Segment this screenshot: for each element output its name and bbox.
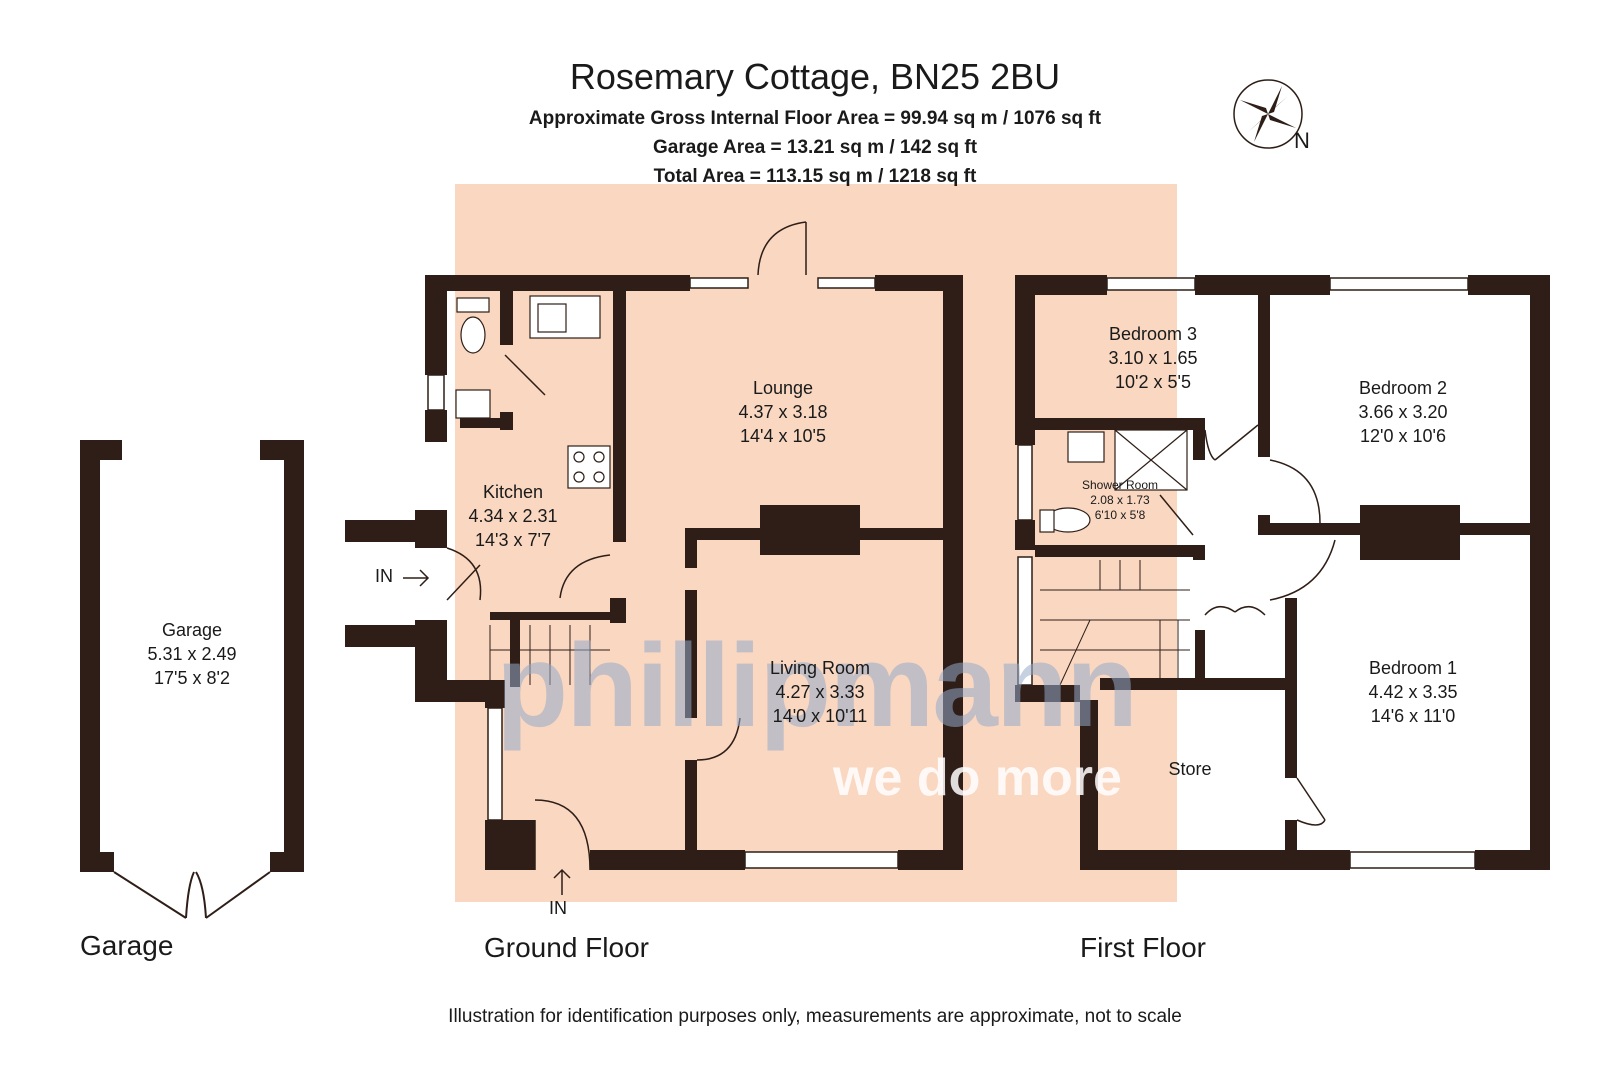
room-imperial: 12'0 x 10'6 bbox=[1360, 426, 1446, 446]
room-metric: 3.10 x 1.65 bbox=[1108, 348, 1198, 368]
kitchen-fittings bbox=[455, 295, 611, 489]
room-imperial: 14'3 x 7'7 bbox=[475, 530, 551, 550]
room-name: Bedroom 2 bbox=[1358, 378, 1448, 398]
stairs-first bbox=[1040, 560, 1190, 686]
floor-label-first: First Floor bbox=[1080, 932, 1206, 963]
room-imperial: 10'2 x 5'5 bbox=[1115, 372, 1191, 392]
room-metric: 4.37 x 3.18 bbox=[738, 402, 828, 422]
watermark-tagline: we do more bbox=[833, 749, 1122, 807]
entrance-arrows bbox=[403, 569, 571, 895]
total-area: Total Area = 113.15 sq m / 1218 sq ft bbox=[653, 166, 977, 187]
room-imperial: 14'4 x 10'5 bbox=[740, 426, 826, 446]
room-name: Lounge bbox=[752, 378, 814, 398]
room-garage: Garage 5.31 x 2.49 17'5 x 8'2 bbox=[147, 618, 236, 690]
room-name: Kitchen bbox=[482, 482, 544, 502]
garage-area: Garage Area = 13.21 sq m / 142 sq ft bbox=[652, 137, 978, 158]
room-metric: 4.34 x 2.31 bbox=[468, 506, 558, 526]
shower-fittings bbox=[1039, 429, 1188, 533]
room-metric: 2.08 x 1.73 bbox=[1090, 493, 1150, 507]
room-bedroom-2: Bedroom 2 3.66 x 3.20 12'0 x 10'6 bbox=[1358, 376, 1447, 448]
floor-label-garage: Garage bbox=[80, 930, 174, 961]
room-bedroom-1: Bedroom 1 4.42 x 3.35 14'6 x 11'0 bbox=[1368, 656, 1457, 728]
room-metric: 5.31 x 2.49 bbox=[147, 644, 237, 664]
room-imperial: 14'6 x 11'0 bbox=[1370, 706, 1456, 726]
stairs-ground bbox=[489, 625, 610, 685]
disclaimer: Illustration for identification purposes… bbox=[448, 1006, 1182, 1027]
room-kitchen: Kitchen 4.34 x 2.31 14'3 x 7'7 bbox=[468, 480, 557, 552]
room-shower-room: Shower Room 2.08 x 1.73 6'10 x 5'8 bbox=[1082, 478, 1158, 523]
room-imperial: 14'0 x 10'11 bbox=[772, 706, 868, 726]
ground-floor-windows bbox=[427, 277, 899, 869]
room-name: Bedroom 1 bbox=[1368, 658, 1458, 678]
first-floor-windows bbox=[1017, 277, 1476, 869]
room-living-room: Living Room 4.27 x 3.33 14'0 x 10'11 bbox=[770, 656, 870, 728]
room-store: Store bbox=[1168, 757, 1211, 781]
room-name: Shower Room bbox=[1081, 478, 1159, 492]
room-metric: 3.66 x 3.20 bbox=[1358, 402, 1448, 422]
room-imperial: 17'5 x 8'2 bbox=[154, 668, 230, 688]
garage-walls bbox=[80, 440, 304, 872]
room-name: Garage bbox=[161, 620, 223, 640]
ground-floor-walls bbox=[345, 275, 963, 870]
entrance-side-label: IN bbox=[375, 566, 393, 586]
first-floor-walls bbox=[1015, 275, 1550, 870]
north-arrow bbox=[1233, 79, 1303, 149]
floor-label-ground: Ground Floor bbox=[484, 932, 649, 963]
room-name: Bedroom 3 bbox=[1108, 324, 1198, 344]
room-bedroom-3: Bedroom 3 3.10 x 1.65 10'2 x 5'5 bbox=[1108, 322, 1197, 394]
gross-area: Approximate Gross Internal Floor Area = … bbox=[528, 108, 1102, 129]
garage-doors bbox=[113, 871, 271, 919]
entrance-front-label: IN bbox=[549, 898, 567, 918]
room-name: Living Room bbox=[769, 658, 871, 678]
property-title: Rosemary Cottage, BN25 2BU bbox=[569, 56, 1061, 97]
room-metric: 4.27 x 3.33 bbox=[775, 682, 865, 702]
room-lounge: Lounge 4.37 x 3.18 14'4 x 10'5 bbox=[738, 376, 827, 448]
room-name: Store bbox=[1168, 759, 1212, 779]
watermark-brand: phillipmann bbox=[496, 620, 1138, 752]
ground-floor-doors bbox=[446, 221, 807, 871]
north-label: N bbox=[1294, 128, 1310, 153]
first-floor-doors bbox=[1159, 424, 1336, 826]
room-imperial: 6'10 x 5'8 bbox=[1094, 508, 1146, 522]
room-metric: 4.42 x 3.35 bbox=[1368, 682, 1458, 702]
